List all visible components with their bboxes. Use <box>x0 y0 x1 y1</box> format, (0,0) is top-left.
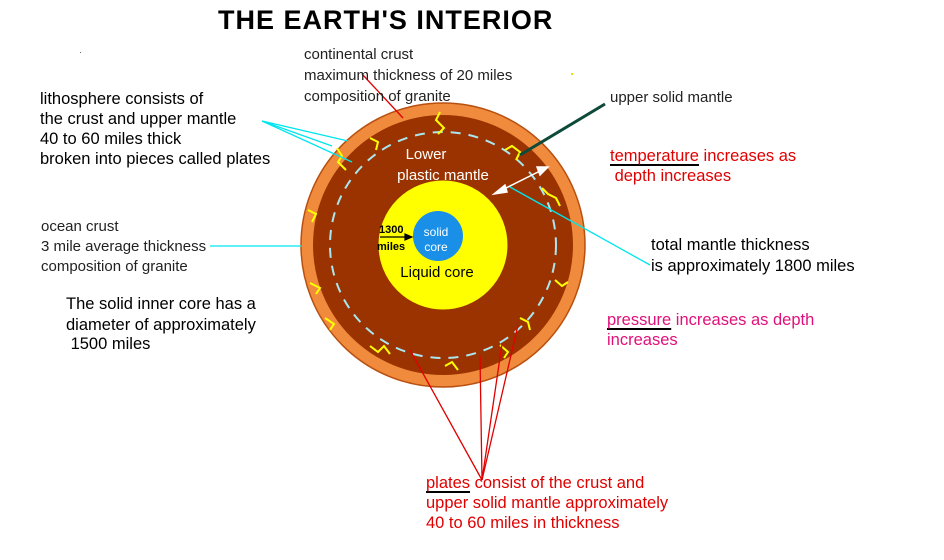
inner-core-note-line-1: The solid inner core has a <box>66 295 256 313</box>
ocean-crust-line-3: composition of granite <box>41 258 188 275</box>
continental-crust-line-1: continental crust <box>304 46 414 63</box>
mantle-thickness-arrow <box>491 166 550 196</box>
pressure-line-1: pressure increases as depth <box>607 310 814 330</box>
lithosphere-line-1: lithosphere consists of <box>40 90 204 108</box>
temperature-keyword: temperature <box>610 147 699 165</box>
pressure-line-2: increases <box>607 331 678 349</box>
ocean-crust-line-1: ocean crust <box>41 218 119 235</box>
stray-yellow-dot <box>571 73 573 75</box>
solid-core-label-2: core <box>424 240 448 254</box>
plates-keyword: plates <box>426 474 471 492</box>
core-distance-label-2: miles <box>377 241 405 253</box>
lithosphere-line-4: broken into pieces called plates <box>40 150 271 168</box>
page-title: THE EARTH'S INTERIOR <box>218 5 554 35</box>
pressure-keyword: pressure <box>607 311 672 329</box>
lithosphere-line-2: the crust and upper mantle <box>40 110 237 128</box>
core-distance-label-1: 1300 <box>379 224 403 236</box>
total-mantle-line-2: is approximately 1800 miles <box>651 257 855 275</box>
plates-line-3: 40 to 60 miles in thickness <box>426 514 620 532</box>
plates-line-2: upper solid mantle approximately <box>426 494 669 512</box>
lithosphere-boundary <box>329 131 557 359</box>
solid-core-label-1: solid <box>424 225 449 239</box>
stray-dark-dot <box>80 52 81 53</box>
solid-inner-core <box>413 211 463 261</box>
ocean-crust-line-2: 3 mile average thickness <box>41 238 207 255</box>
total-mantle-line-1: total mantle thickness <box>651 236 810 254</box>
continental-crust-line-3: composition of granite <box>304 88 451 105</box>
inner-core-note-line-3: 1500 miles <box>66 335 151 353</box>
plate-boundaries <box>307 111 569 371</box>
temperature-line-1: temperature increases as <box>610 146 796 166</box>
temperature-line-2: depth increases <box>610 167 732 185</box>
lower-mantle-label-1: Lower <box>406 146 447 163</box>
inner-core-note-line-2: diameter of approximately <box>66 316 256 334</box>
plates-line-1: plates consist of the crust and <box>426 473 644 493</box>
plates-rest: consist of the crust and <box>470 474 645 492</box>
continental-crust-line-2: maximum thickness of 20 miles <box>304 67 513 84</box>
liquid-core-label: Liquid core <box>400 264 473 281</box>
upper-solid-mantle-label: upper solid mantle <box>610 89 733 106</box>
temperature-rest: increases as <box>698 147 797 165</box>
lithosphere-line-3: 40 to 60 miles thick <box>40 130 182 148</box>
lower-mantle-label-2: plastic mantle <box>397 167 489 184</box>
core-distance-arrow <box>380 233 414 241</box>
pressure-rest: increases as depth <box>671 311 815 329</box>
leader-lines <box>210 73 651 481</box>
